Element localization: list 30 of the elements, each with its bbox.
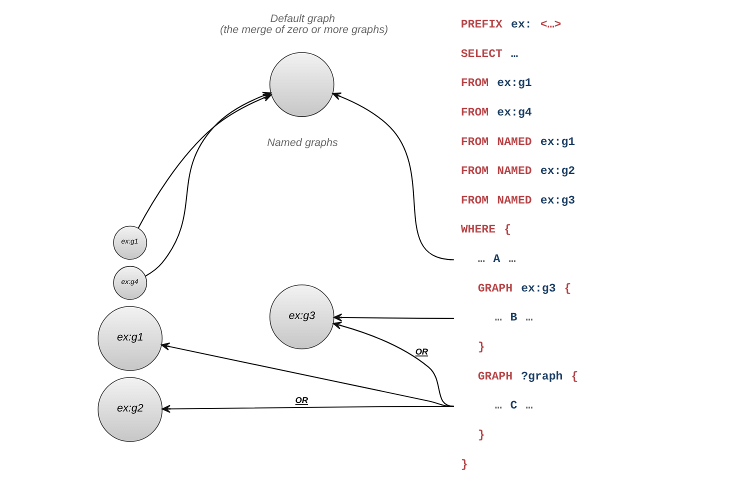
node-circle	[268, 52, 334, 117]
label: GRAPH ?graph {	[477, 370, 578, 384]
label: FROM NAMED ex:g1	[460, 136, 575, 149]
label: GRAPH ex:g3 {	[477, 282, 571, 296]
arrow	[332, 313, 454, 322]
node-circle: ex:g2	[97, 377, 162, 442]
label: FROM NAMED ex:g3	[460, 194, 575, 208]
label: PREFIX ex: <…>	[460, 18, 561, 32]
arrow	[332, 322, 454, 407]
label: FROM ex:g1	[460, 77, 532, 90]
node-text: … B …	[494, 312, 532, 325]
edge-label: OR	[414, 346, 428, 357]
label: }	[460, 458, 468, 472]
label: FROM NAMED ex:g2	[460, 165, 575, 178]
edge-label: OR	[294, 395, 308, 406]
label: }	[477, 429, 484, 442]
node-circle: ex:g3	[268, 284, 334, 350]
node-text: … A …	[477, 253, 516, 266]
arrow	[332, 92, 454, 260]
arrow	[160, 342, 454, 407]
label: (the merge of zero or more graphs)	[220, 24, 388, 36]
label: Named graphs	[266, 137, 338, 150]
label: SELECT …	[460, 48, 518, 61]
node-circle: ex:g1	[97, 306, 162, 371]
label: FROM ex:g4	[460, 106, 532, 120]
node-text: … C …	[494, 400, 532, 413]
label: Default graph	[270, 13, 335, 26]
arrow	[161, 404, 454, 413]
label: }	[477, 341, 484, 354]
label: WHERE {	[460, 224, 511, 237]
